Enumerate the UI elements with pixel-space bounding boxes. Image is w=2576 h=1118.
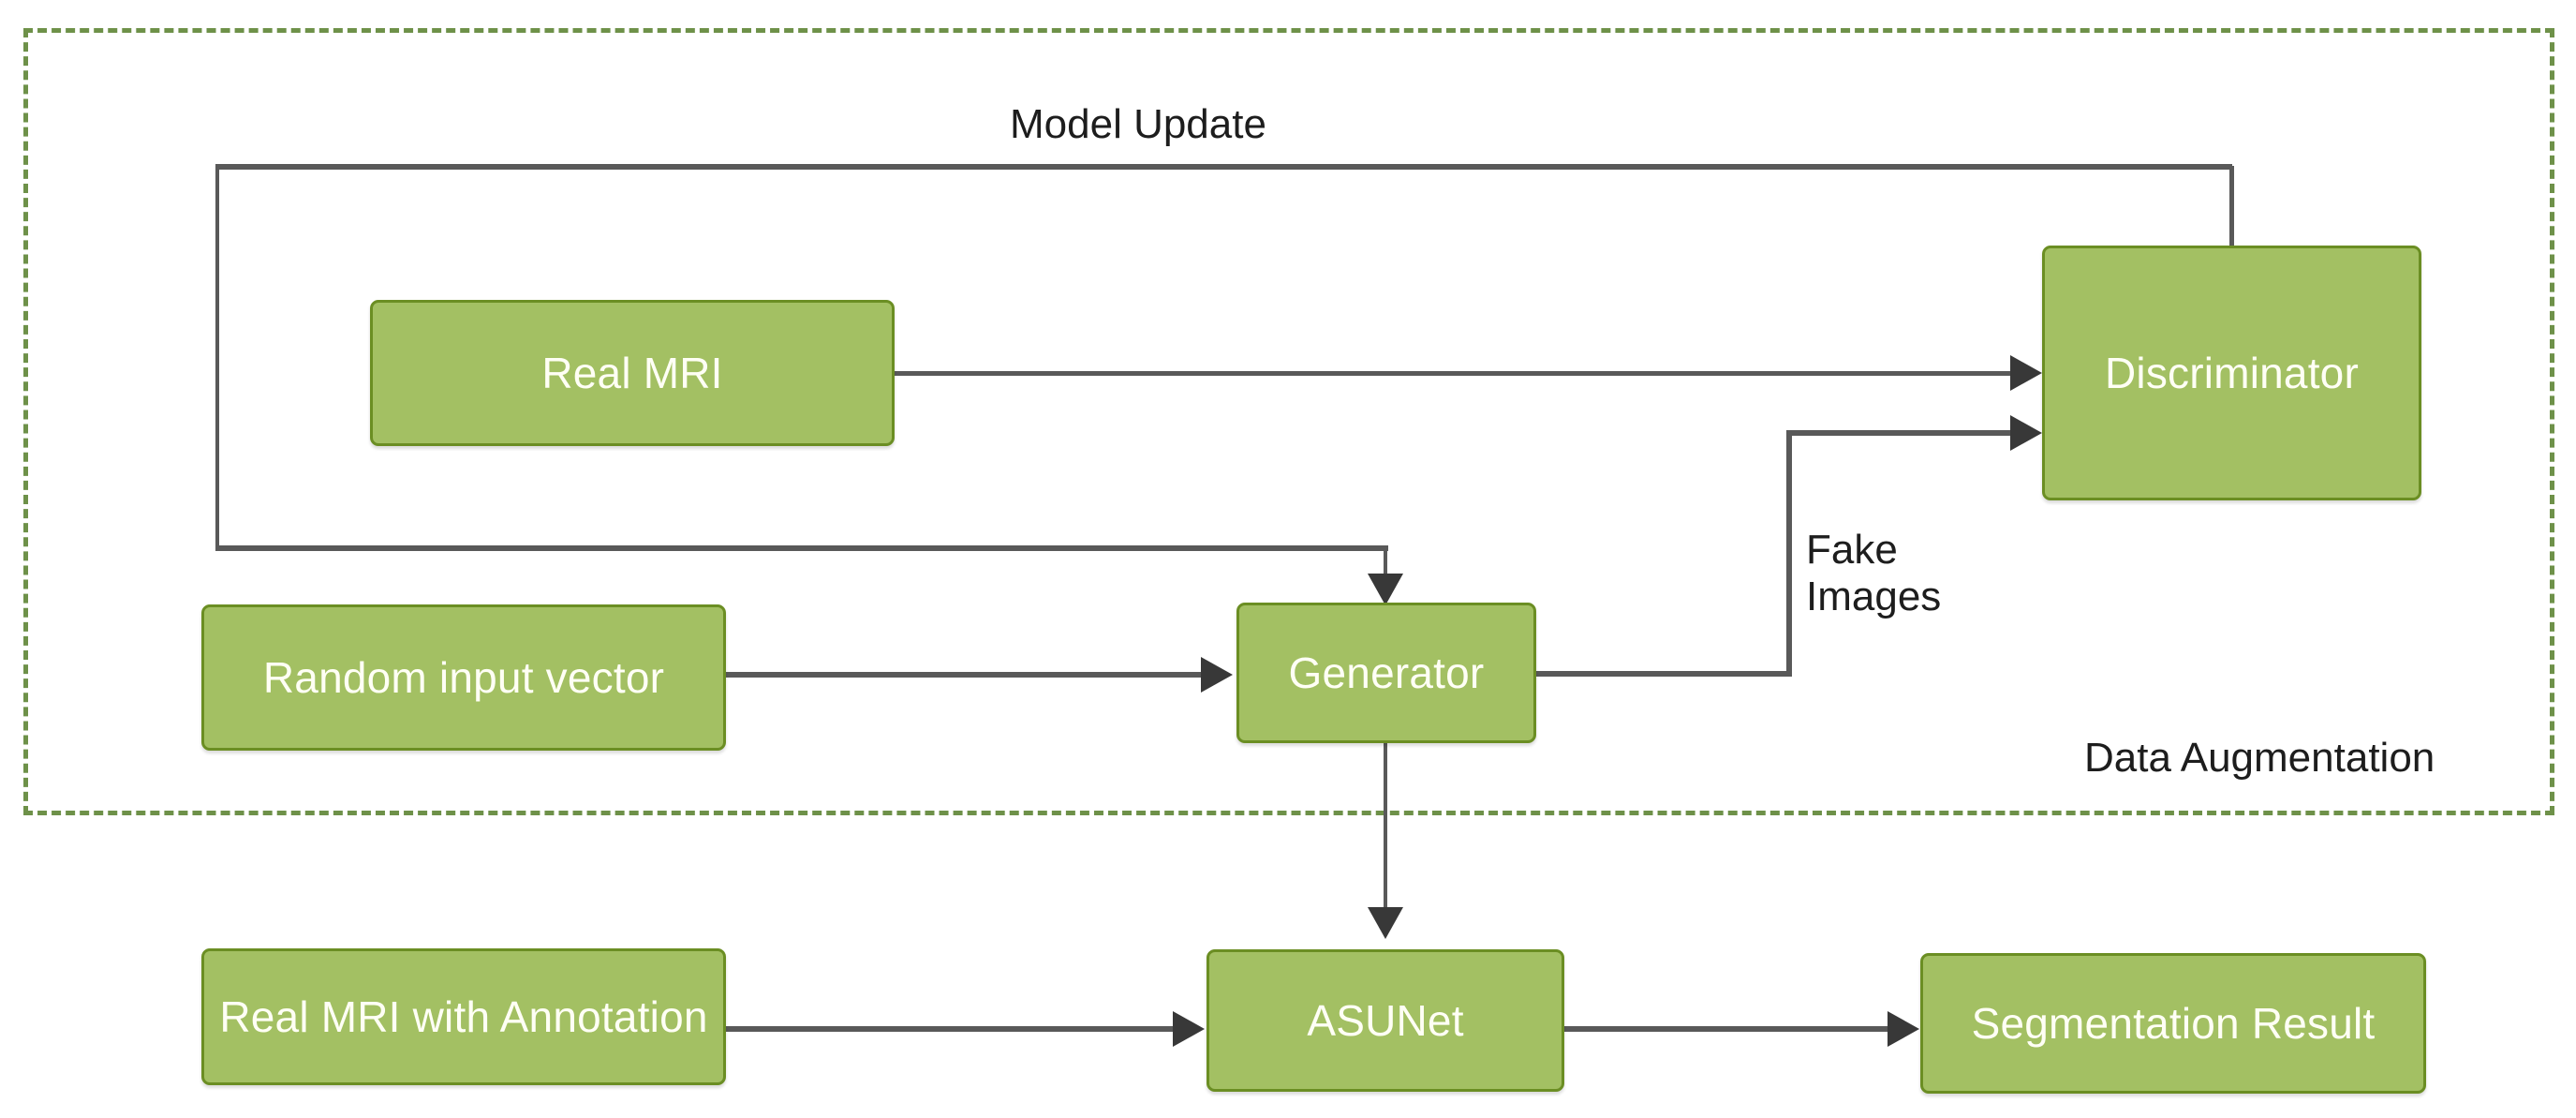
node-generator[interactable]: Generator bbox=[1236, 603, 1536, 743]
node-real-mri-with-annotation[interactable]: Real MRI with Annotation bbox=[201, 948, 726, 1085]
node-discriminator-label: Discriminator bbox=[2105, 349, 2359, 397]
node-random-input-vector-label: Random input vector bbox=[262, 653, 665, 702]
model-update-edge-segment-top bbox=[215, 164, 2232, 170]
model-update-label: Model Update bbox=[1010, 101, 1266, 147]
model-update-edge-segment-down bbox=[1384, 545, 1387, 583]
model-update-edge-segment-bottom bbox=[215, 545, 1388, 551]
model-update-edge-segment-up bbox=[2229, 166, 2234, 248]
fake-images-label-line2: Images bbox=[1806, 574, 1942, 619]
node-generator-label: Generator bbox=[1288, 648, 1485, 697]
node-real-mri[interactable]: Real MRI bbox=[370, 300, 895, 446]
fake-images-edge-segment-into-discriminator bbox=[1786, 430, 2016, 436]
fake-images-edge-segment-right bbox=[1534, 671, 1792, 677]
random-input-to-generator-arrowhead-icon bbox=[1201, 657, 1233, 693]
real-mri-annot-to-asunet-edge bbox=[723, 1026, 1175, 1032]
generator-to-asunet-arrowhead-icon bbox=[1368, 907, 1403, 939]
node-random-input-vector[interactable]: Random input vector bbox=[201, 604, 726, 751]
node-real-mri-with-annotation-label: Real MRI with Annotation bbox=[219, 992, 708, 1041]
real-mri-to-discriminator-edge bbox=[892, 371, 2016, 376]
generator-to-asunet-edge bbox=[1384, 740, 1387, 913]
fake-images-arrowhead-icon bbox=[2010, 415, 2042, 451]
fake-images-label-line1: Fake bbox=[1806, 527, 1898, 573]
random-input-to-generator-edge bbox=[723, 672, 1203, 678]
data-augmentation-group-label: Data Augmentation bbox=[2084, 735, 2435, 781]
node-asunet-label: ASUNet bbox=[1307, 996, 1464, 1045]
real-mri-to-discriminator-arrowhead-icon bbox=[2010, 355, 2042, 391]
node-segmentation-result-label: Segmentation Result bbox=[1971, 999, 2376, 1048]
node-asunet[interactable]: ASUNet bbox=[1207, 949, 1564, 1092]
real-mri-annot-to-asunet-arrowhead-icon bbox=[1173, 1011, 1205, 1047]
asunet-to-segmentation-edge bbox=[1562, 1026, 1889, 1032]
data-augmentation-group-frame bbox=[23, 28, 2554, 815]
node-segmentation-result[interactable]: Segmentation Result bbox=[1920, 953, 2426, 1094]
node-discriminator[interactable]: Discriminator bbox=[2042, 246, 2421, 500]
fake-images-edge-segment-up bbox=[1786, 433, 1792, 675]
model-update-arrowhead-icon bbox=[1368, 574, 1403, 605]
fake-images-label: Fake Images bbox=[1806, 527, 2021, 620]
asunet-to-segmentation-arrowhead-icon bbox=[1888, 1011, 1919, 1047]
node-real-mri-label: Real MRI bbox=[541, 349, 723, 397]
model-update-edge-segment-left bbox=[215, 164, 219, 550]
